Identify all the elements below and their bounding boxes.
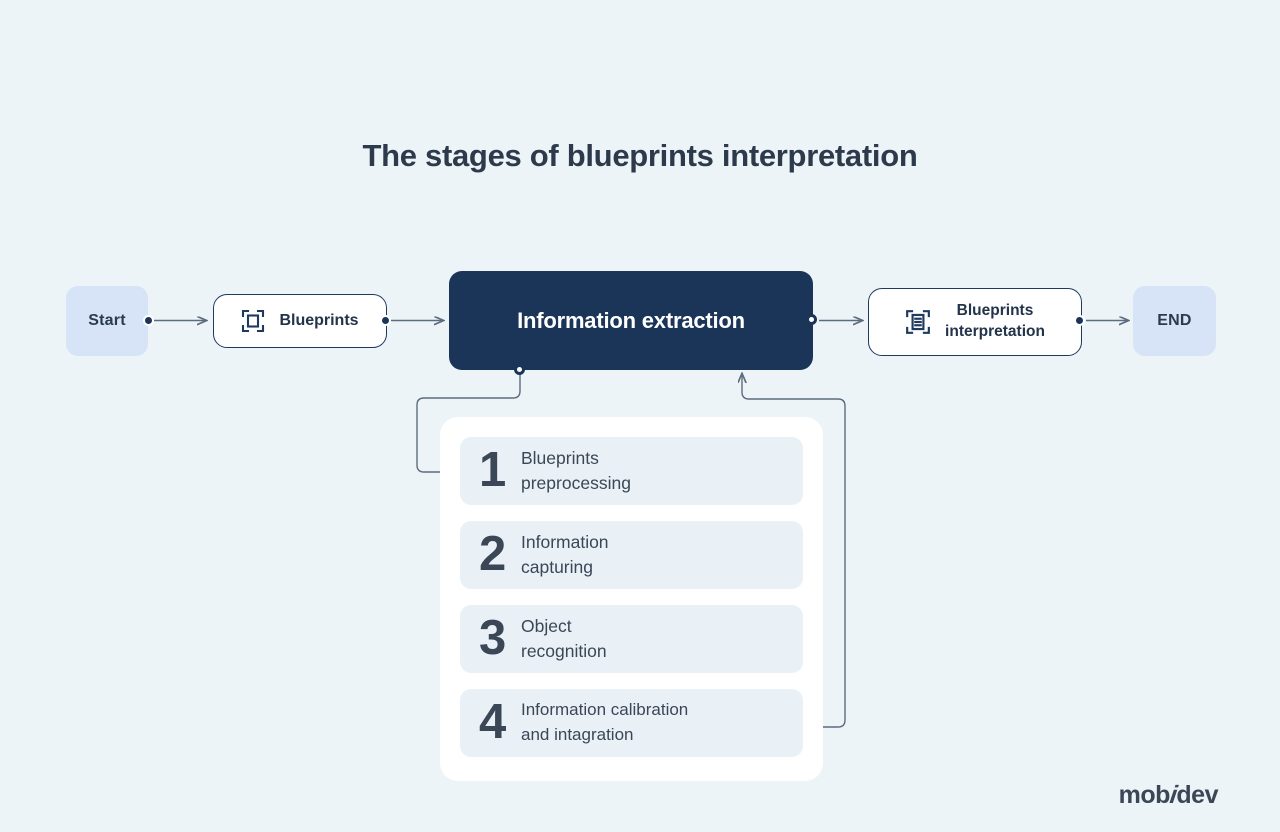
- step-number: 1: [479, 443, 506, 498]
- step-number: 3: [479, 611, 506, 666]
- step-label: Blueprints preprocessing: [521, 447, 631, 493]
- scan-frame-icon: [241, 309, 265, 333]
- connector-dot-extraction-right: [806, 314, 817, 325]
- logo-prefix: mob: [1118, 781, 1171, 809]
- step-label: Information capturing: [521, 531, 609, 577]
- end-label: END: [1157, 312, 1192, 329]
- step-item-2[interactable]: 2 Information capturing: [460, 521, 803, 589]
- blueprints-interpretation-card[interactable]: Blueprints interpretation: [868, 288, 1082, 356]
- step-number: 4: [479, 695, 506, 750]
- scan-document-icon: [905, 309, 931, 335]
- information-extraction-box[interactable]: Information extraction: [449, 271, 813, 370]
- step-label: Information calibration and intagration: [521, 700, 689, 744]
- start-terminal[interactable]: Start: [66, 286, 148, 356]
- connector-dot-start: [143, 315, 154, 326]
- end-terminal[interactable]: END: [1133, 286, 1216, 356]
- steps-panel: 1 Blueprints preprocessing 2 Information…: [440, 417, 823, 781]
- blueprints-card[interactable]: Blueprints: [213, 294, 387, 348]
- start-label: Start: [88, 312, 126, 329]
- step-item-1[interactable]: 1 Blueprints preprocessing: [460, 437, 803, 505]
- blueprints-interpretation-label: Blueprints interpretation: [945, 302, 1045, 340]
- step-label: Object recognition: [521, 615, 607, 661]
- step-number: 2: [479, 527, 506, 582]
- connector-dot-interpretation-out: [1074, 315, 1085, 326]
- blueprints-card-label: Blueprints: [279, 312, 359, 329]
- connector-dot-blueprints-out: [380, 315, 391, 326]
- step-item-4[interactable]: 4 Information calibration and intagratio…: [460, 689, 803, 757]
- page-title: The stages of blueprints interpretation: [362, 138, 918, 173]
- connector-dot-extraction-bottom: [514, 364, 525, 375]
- logo-suffix: dev: [1176, 781, 1218, 809]
- information-extraction-label: Information extraction: [517, 307, 745, 333]
- step-item-3[interactable]: 3 Object recognition: [460, 605, 803, 673]
- mobidev-logo: mobidev: [1118, 781, 1219, 810]
